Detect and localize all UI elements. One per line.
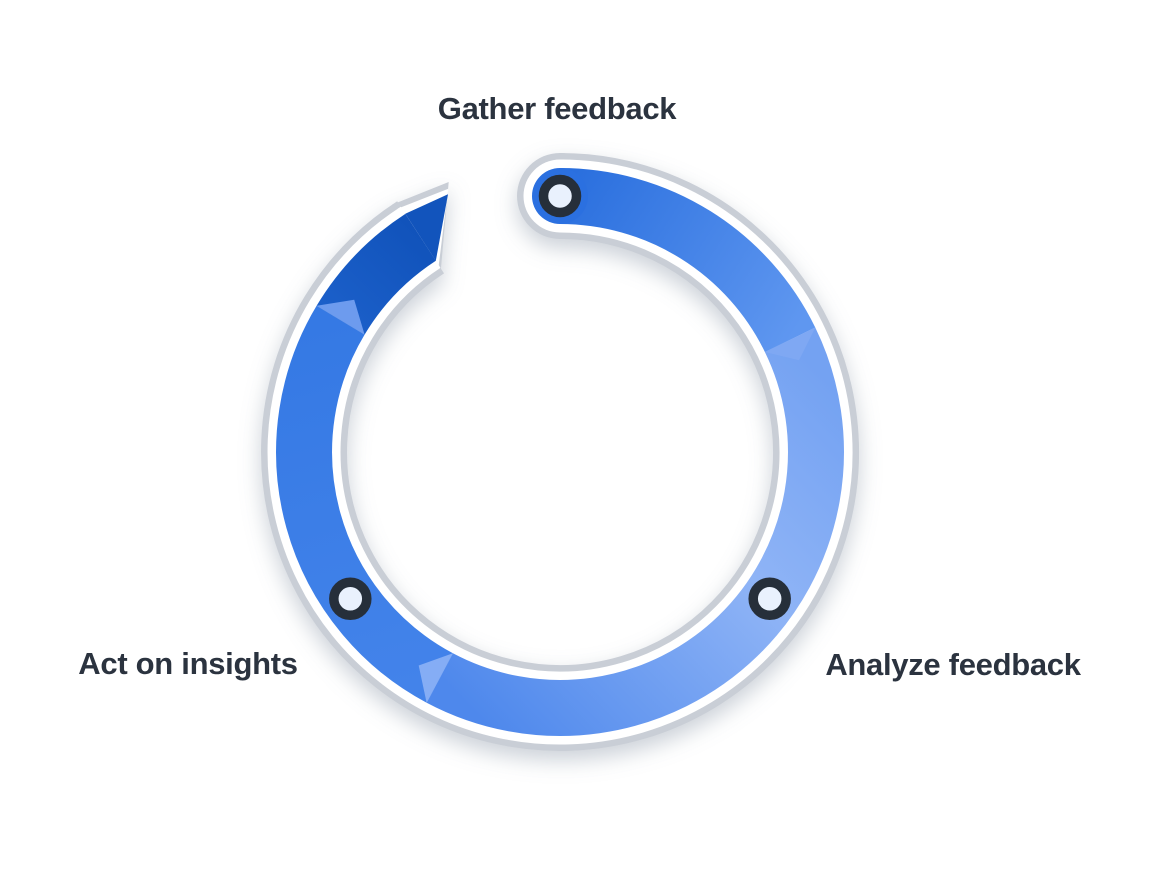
step-node-gather — [538, 174, 582, 218]
step-node-act — [329, 577, 372, 621]
ring-segment-gather — [559, 168, 816, 353]
step-label-analyze-feedback: Analyze feedback — [825, 647, 1081, 682]
step-label-gather-feedback: Gather feedback — [437, 91, 677, 126]
ring-segment-analyze — [426, 327, 844, 736]
chevron-bottom-icon — [418, 653, 453, 703]
cycle-arrowhead — [405, 194, 448, 261]
ring-segment-act — [276, 305, 454, 703]
chevron-left-icon — [316, 299, 365, 335]
step-node-analyze — [748, 577, 791, 621]
chevron-right-icon — [764, 327, 816, 361]
ring-segments — [276, 168, 844, 736]
step-nodes — [329, 174, 791, 621]
step-label-act-on-insights: Act on insights — [78, 646, 298, 681]
